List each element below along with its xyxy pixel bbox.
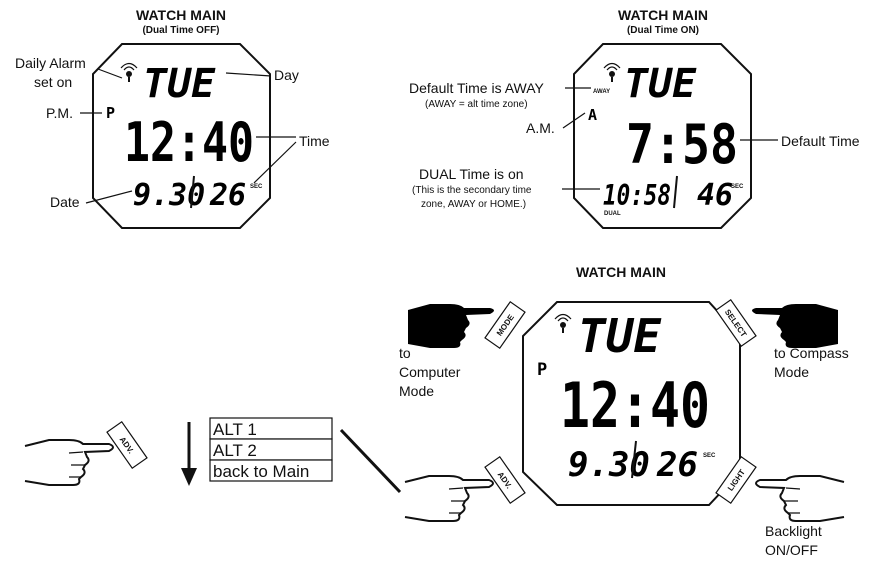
- date-label: Date: [50, 194, 80, 210]
- away-indicator: AWAY: [593, 89, 610, 95]
- menu-label-alt2: ALT 2: [213, 441, 257, 460]
- computer-label-line2: Computer: [399, 364, 461, 380]
- top-right-panel: WATCH MAIN (Dual Time ON) AWAY TUE A 7:5…: [409, 7, 860, 229]
- am-indicator: A: [588, 106, 597, 124]
- pointing-hand-icon: [408, 304, 494, 348]
- seconds-display: 46: [697, 178, 733, 213]
- bottom-panel: WATCH MAIN TUE P 12:40 9.30 26 SEC MODE …: [24, 264, 849, 558]
- alarm-label-line2: set on: [34, 74, 72, 90]
- compass-label-line1: to Compass: [774, 345, 849, 361]
- top-right-title: WATCH MAIN: [618, 7, 708, 23]
- watch-face-top-left: [92, 43, 271, 229]
- am-label: A.M.: [526, 120, 555, 136]
- time-display: 12:40: [124, 111, 254, 174]
- away-label-line2: (AWAY = alt time zone): [425, 99, 528, 110]
- alarm-icon: [603, 62, 621, 82]
- alarm-icon: [554, 313, 572, 333]
- dual-label-line2: (This is the secondary time: [412, 185, 532, 196]
- adv-button[interactable]: ADV.: [484, 455, 526, 505]
- dual-indicator: DUAL: [604, 211, 621, 217]
- day-display: TUE: [578, 309, 662, 363]
- day-display: TUE: [143, 61, 216, 107]
- top-left-panel: WATCH MAIN (Dual Time OFF) TUE P 12:40 9…: [15, 7, 330, 229]
- menu-label-back: back to Main: [213, 462, 309, 481]
- date-display: 9.30: [133, 178, 205, 213]
- dual-label-line1: DUAL Time is on: [419, 166, 524, 182]
- down-arrow-icon: [181, 422, 197, 486]
- light-button[interactable]: LIGHT: [715, 455, 757, 505]
- side-adv-button[interactable]: ADV.: [106, 420, 148, 470]
- date-display: 9.30: [568, 445, 650, 485]
- sec-label: SEC: [703, 453, 716, 459]
- pm-indicator: P: [537, 360, 547, 380]
- default-time-display: 7:58: [626, 113, 738, 176]
- top-left-subtitle: (Dual Time OFF): [142, 25, 219, 36]
- day-display: TUE: [624, 61, 697, 107]
- seconds-display: 26: [656, 445, 698, 485]
- menu-label-alt1: ALT 1: [213, 420, 257, 439]
- sec-label: SEC: [250, 184, 263, 190]
- computer-label-line3: Mode: [399, 383, 434, 399]
- pointing-hand-icon: [24, 439, 114, 486]
- default-time-label: Default Time: [781, 133, 860, 149]
- time-label: Time: [299, 133, 330, 149]
- pm-indicator: P: [106, 104, 115, 122]
- menu-item-back[interactable]: [209, 459, 333, 482]
- seconds-display: 26: [209, 178, 246, 213]
- pointing-hand-icon: [752, 304, 838, 348]
- backlight-label-line2: ON/OFF: [765, 542, 818, 558]
- pm-label: P.M.: [46, 105, 73, 121]
- pointing-hand-icon: [755, 475, 845, 522]
- dual-time-display: 10:58: [603, 179, 671, 212]
- connector-line: [339, 428, 402, 494]
- day-label: Day: [274, 67, 299, 83]
- bottom-title: WATCH MAIN: [576, 264, 666, 280]
- alarm-label-line1: Daily Alarm: [15, 55, 86, 71]
- top-left-title: WATCH MAIN: [136, 7, 226, 23]
- away-label-line1: Default Time is AWAY: [409, 80, 545, 96]
- top-right-subtitle: (Dual Time ON): [627, 25, 699, 36]
- time-display: 12:40: [560, 369, 710, 442]
- watch-face-top-right: [573, 43, 752, 229]
- compass-label-line2: Mode: [774, 364, 809, 380]
- pointing-hand-icon: [404, 475, 494, 522]
- sec-label: SEC: [731, 184, 744, 190]
- dual-label-line3: zone, AWAY or HOME.): [421, 199, 526, 210]
- computer-label-line1: to: [399, 345, 411, 361]
- alt-menu: ALT 1 ALT 2 back to Main: [209, 417, 333, 482]
- backlight-label-line1: Backlight: [765, 523, 822, 539]
- alarm-icon: [120, 62, 138, 82]
- mode-button[interactable]: MODE: [484, 300, 526, 350]
